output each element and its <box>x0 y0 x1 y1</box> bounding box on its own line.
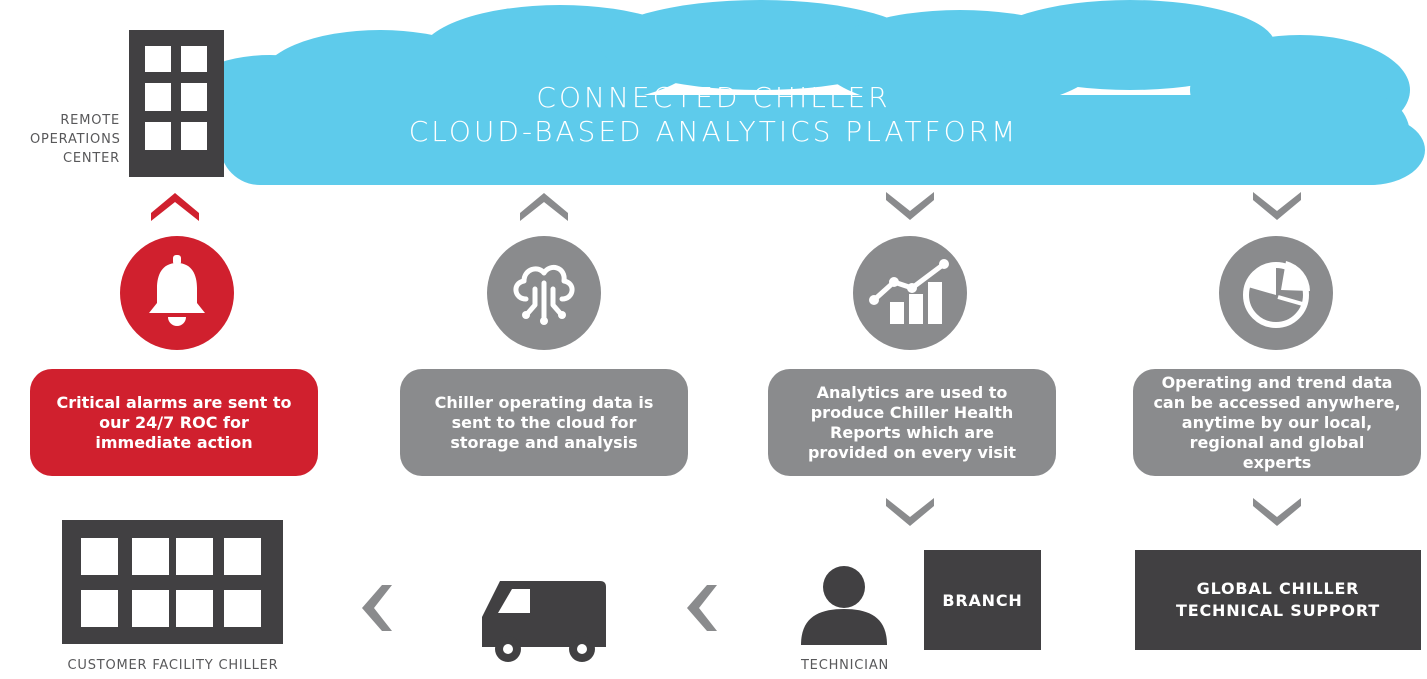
customer-facility-building-icon <box>62 520 283 644</box>
step-alarms-box: Critical alarms are sent to our 24/7 ROC… <box>30 369 318 476</box>
cloud-data-circle <box>487 236 601 350</box>
support-label-line2: TECHNICAL SUPPORT <box>1176 601 1380 620</box>
pie-chart-icon <box>1243 261 1310 328</box>
cloud-title-line1: CONNECTED CHILLER <box>536 81 891 114</box>
chevron-up-icon <box>520 193 568 221</box>
step-analytics-text: Analytics are used to produce Chiller He… <box>807 382 1017 462</box>
service-van-icon <box>482 581 606 662</box>
chevron-down-icon <box>886 192 934 220</box>
support-label-line1: GLOBAL CHILLER <box>1196 579 1360 598</box>
branch-label: BRANCH <box>942 590 1023 610</box>
remote-operations-center-building-icon <box>129 30 224 177</box>
step-analytics-box: Analytics are used to produce Chiller He… <box>768 369 1056 476</box>
step-access-text: Operating and trend data can be accessed… <box>1153 372 1401 472</box>
roc-label-line3: CENTER <box>62 151 120 166</box>
global-support-box: GLOBAL CHILLER TECHNICAL SUPPORT <box>1135 550 1421 650</box>
trend-chart-icon <box>869 259 949 324</box>
step-access-box: Operating and trend data can be accessed… <box>1133 369 1421 476</box>
chevron-down-icon <box>886 498 934 526</box>
cloud-circuit-icon <box>513 264 575 325</box>
technician-label: TECHNICIAN <box>800 658 890 673</box>
customer-facility-label: CUSTOMER FACILITY CHILLER <box>67 658 279 673</box>
analytics-circle <box>853 236 967 350</box>
step-cloud-data-box: Chiller operating data is sent to the cl… <box>400 369 688 476</box>
chevron-down-icon <box>1253 192 1301 220</box>
chevron-down-icon <box>1253 498 1301 526</box>
technician-person-icon <box>801 566 887 645</box>
chevron-left-icon <box>687 585 717 631</box>
roc-label-line2: OPERATIONS <box>30 132 121 147</box>
alarm-circle <box>120 236 234 350</box>
bell-icon <box>149 255 205 326</box>
step-alarms-text: Critical alarms are sent to our 24/7 ROC… <box>56 392 292 452</box>
chevron-up-icon <box>151 193 199 221</box>
roc-label: REMOTE OPERATIONS CENTER <box>30 111 120 168</box>
step-cloud-data-text: Chiller operating data is sent to the cl… <box>434 392 654 452</box>
cloud-title-line2: CLOUD-BASED ANALYTICS PLATFORM <box>408 115 1019 148</box>
cloud-shape <box>180 0 1425 185</box>
pie-chart-circle <box>1219 236 1333 350</box>
roc-label-line1: REMOTE <box>60 113 120 128</box>
branch-box: BRANCH <box>924 550 1041 650</box>
chevron-left-icon <box>362 585 392 631</box>
